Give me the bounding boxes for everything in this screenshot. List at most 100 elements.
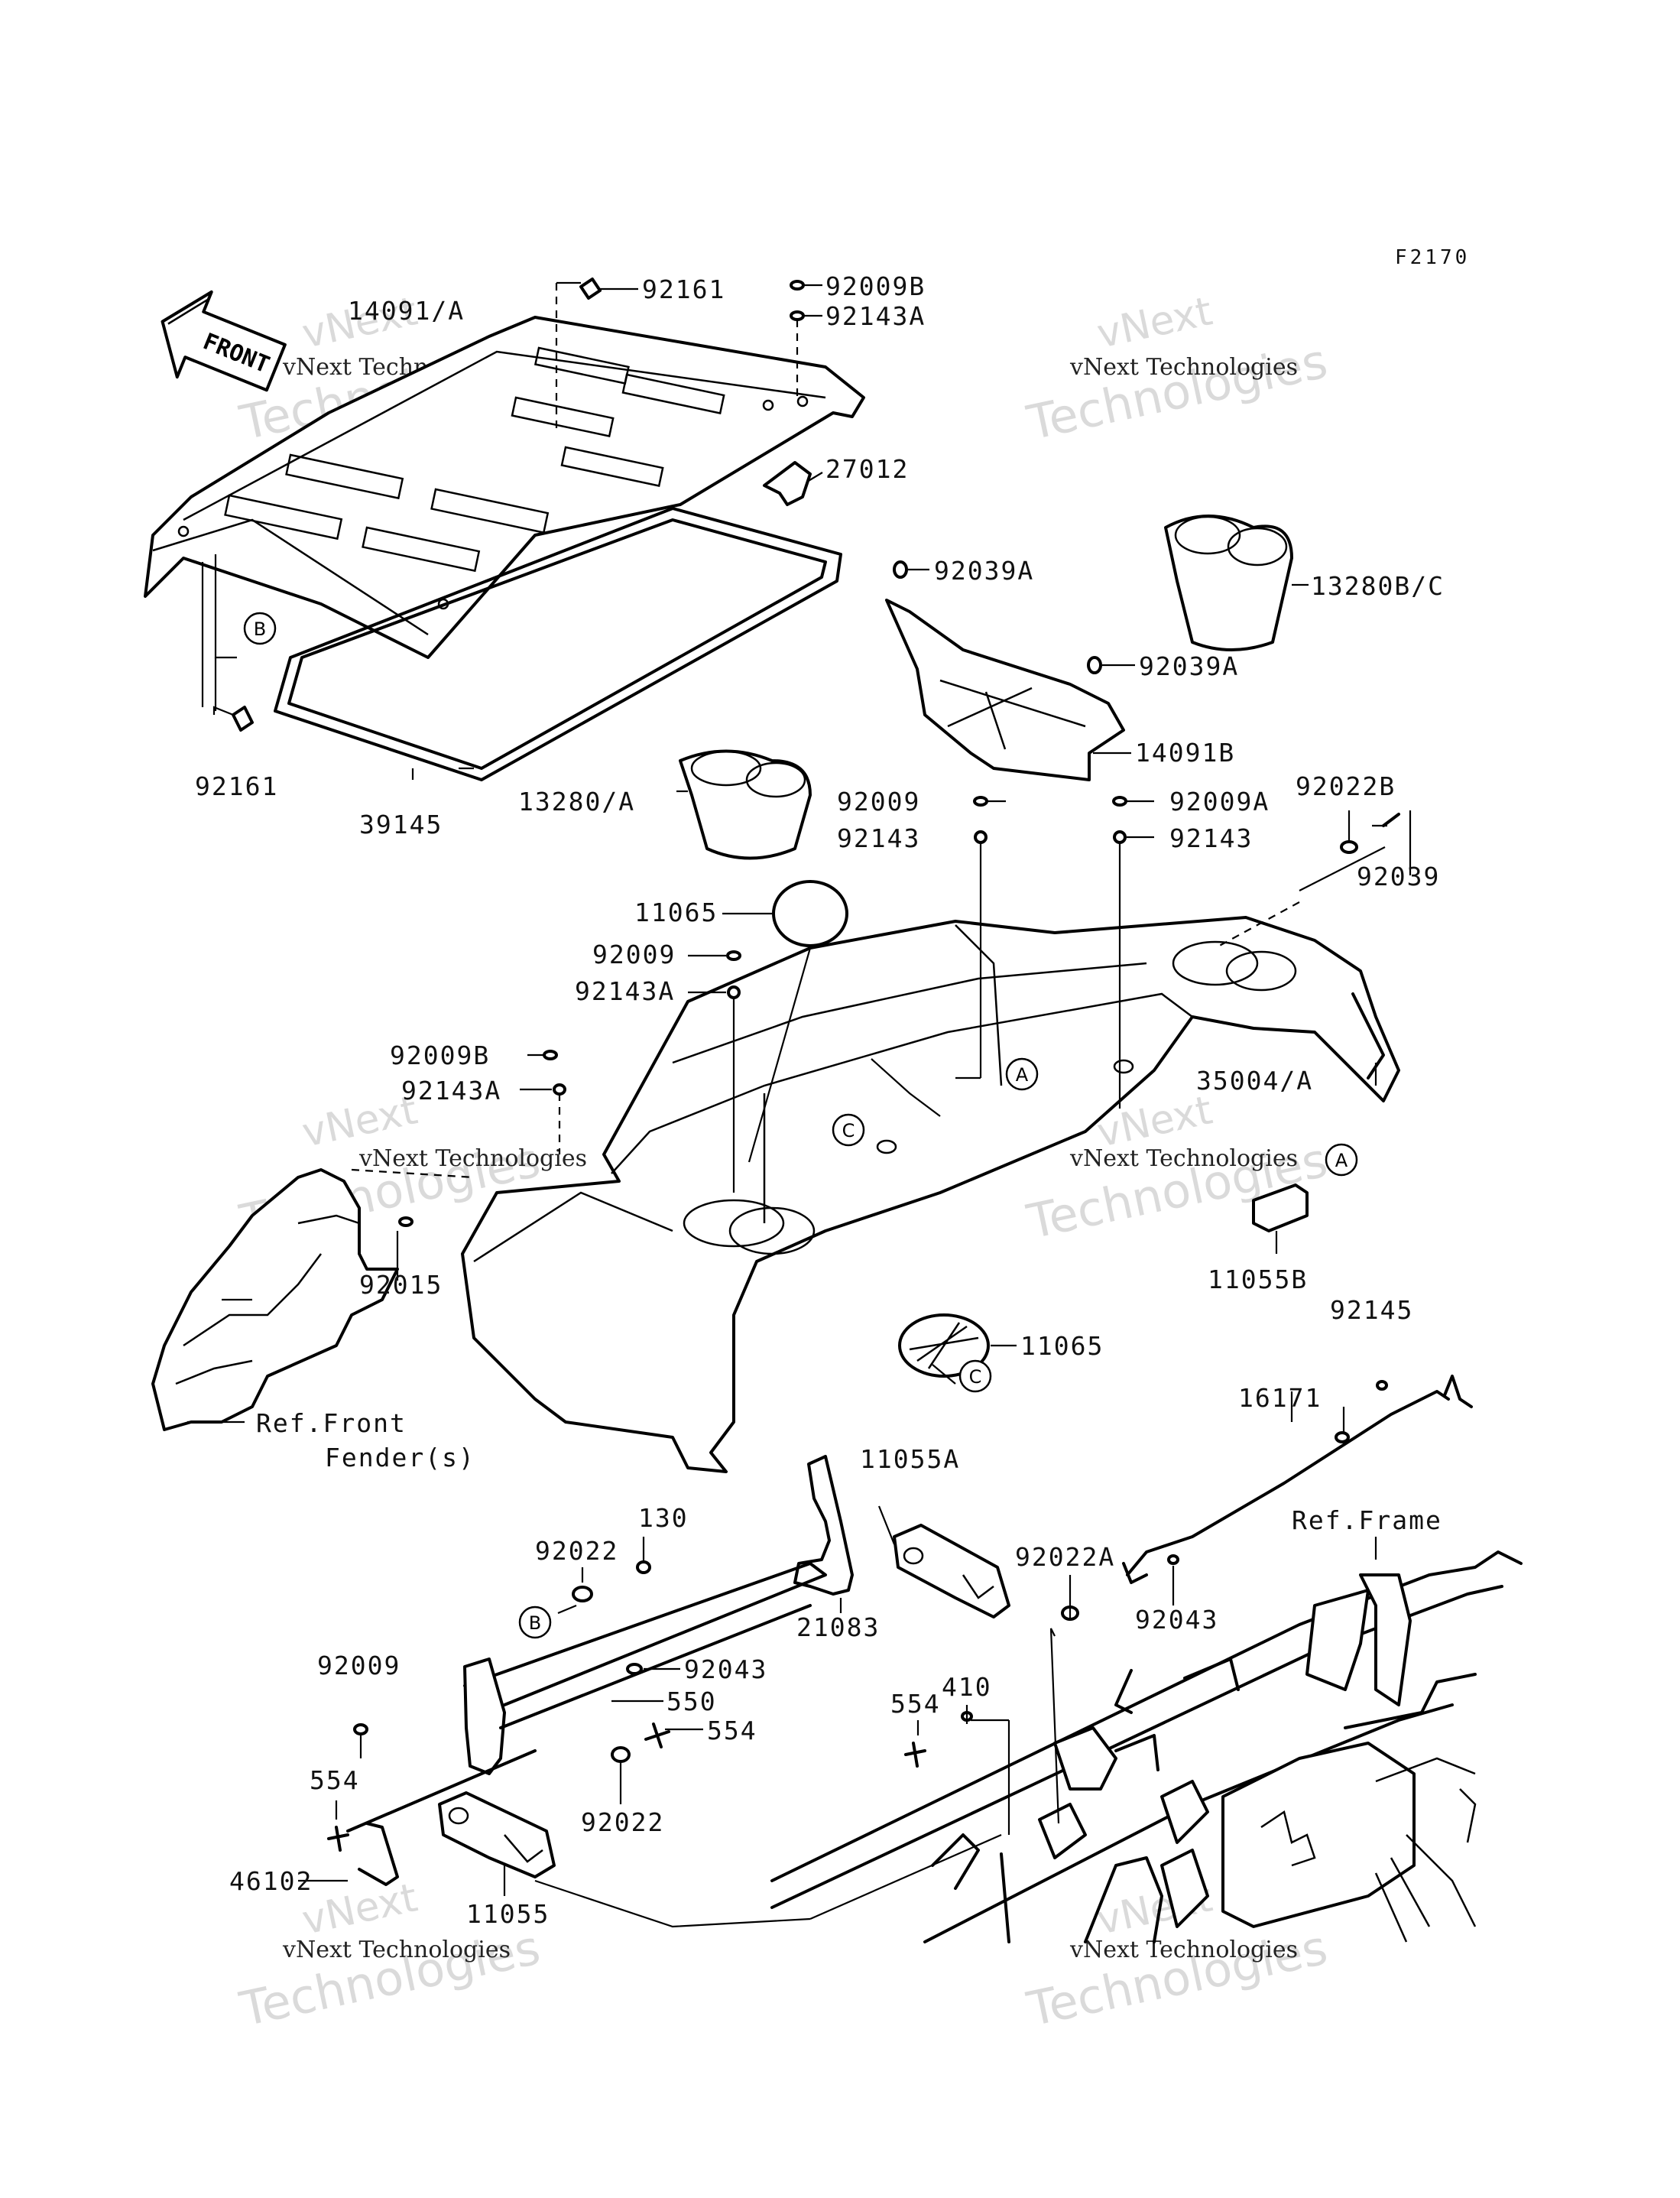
- pin-554-2: [644, 1722, 670, 1748]
- label-92009B-top: 92009B: [825, 271, 926, 301]
- label-554-2: 554: [707, 1716, 757, 1745]
- fastener-130: [636, 1560, 651, 1574]
- washer-92022B: [1340, 840, 1358, 854]
- front-arrow-icon: FRONT: [161, 290, 287, 392]
- label-fender: Fender(s): [325, 1443, 475, 1472]
- label-ref-frame: Ref.Frame: [1292, 1505, 1442, 1535]
- pin-554-1: [327, 1826, 349, 1852]
- svg-text:vNext Technologies: vNext Technologies: [282, 1937, 511, 1963]
- label-92022-1: 92022: [535, 1536, 618, 1566]
- svg-text:A: A: [1335, 1150, 1348, 1171]
- label-16171: 16171: [1238, 1383, 1322, 1413]
- label-35004-A: 35004/A: [1196, 1066, 1313, 1096]
- bracket-11055B: [1252, 1183, 1309, 1232]
- front-fender-reference: [151, 1168, 399, 1431]
- label-554-1: 554: [890, 1689, 941, 1719]
- pin-554-3: [904, 1742, 926, 1768]
- leader-lines: [187, 281, 1412, 1928]
- label-92039A-1: 92039A: [934, 556, 1034, 586]
- rod-16171: [1122, 1375, 1473, 1584]
- label-46102: 46102: [229, 1866, 313, 1896]
- label-ref-front: Ref.Front: [256, 1408, 407, 1438]
- label-550: 550: [666, 1687, 717, 1716]
- clip-92161-left: [232, 706, 254, 732]
- svg-text:vNext Technologies: vNext Technologies: [1069, 354, 1298, 381]
- roof-seal: [274, 507, 842, 781]
- label-92009B-2: 92009B: [390, 1041, 490, 1070]
- label-92143A-top: 92143A: [825, 301, 926, 331]
- label-27012: 27012: [825, 454, 909, 484]
- label-92039: 92039: [1357, 862, 1440, 891]
- pin-92043-1: [626, 1663, 643, 1675]
- label-92009-2: 92009: [592, 940, 676, 969]
- svg-text:vNext: vNext: [298, 1875, 421, 1943]
- callout-A-right: A: [1325, 1143, 1358, 1177]
- svg-text:C: C: [969, 1366, 982, 1388]
- label-14091-A: 14091/A: [348, 296, 465, 326]
- washer-92022-1: [572, 1586, 593, 1602]
- label-92143-2: 92143: [1169, 823, 1253, 853]
- clip-92161-top: [579, 278, 602, 300]
- label-92039A-2: 92039A: [1139, 651, 1239, 681]
- label-92015: 92015: [359, 1270, 443, 1300]
- callout-A-bed: A: [1005, 1057, 1039, 1091]
- label-92143-1: 92143: [837, 823, 920, 853]
- label-130: 130: [638, 1503, 689, 1533]
- bracket-11055A: [893, 1524, 1010, 1618]
- label-92009-low: 92009: [317, 1651, 401, 1680]
- pin-92145: [1335, 1431, 1350, 1443]
- mount-bar-left: [463, 1562, 827, 1775]
- washer-92022-2: [611, 1746, 631, 1763]
- label-92161-top: 92161: [642, 274, 725, 304]
- bolt-92009-low: [353, 1723, 368, 1735]
- cargo-bed: [461, 916, 1400, 1473]
- svg-text:C: C: [842, 1120, 855, 1141]
- part-labels: 92161 14091/A 92009B 92143A 27012 92039A…: [195, 271, 1445, 1929]
- cap-11065-top: [772, 880, 848, 947]
- svg-text:vNext Technologies: vNext Technologies: [358, 1145, 587, 1172]
- svg-text:vNext Technologies: vNext Technologies: [1069, 1937, 1298, 1963]
- label-14091B: 14091B: [1135, 738, 1235, 768]
- label-13280-A: 13280/A: [518, 787, 635, 817]
- svg-text:Technologies: Technologies: [1022, 333, 1332, 450]
- label-11055A: 11055A: [860, 1444, 960, 1474]
- label-92043-2: 92043: [684, 1654, 767, 1684]
- callout-C-low: C: [958, 1359, 992, 1393]
- label-11065-low: 11065: [1020, 1331, 1104, 1361]
- label-13280B-C: 13280B/C: [1311, 571, 1445, 601]
- svg-text:B: B: [254, 618, 266, 640]
- label-11055B: 11055B: [1208, 1265, 1308, 1294]
- label-92145: 92145: [1330, 1295, 1413, 1325]
- label-92022-2: 92022: [581, 1807, 664, 1837]
- pin-92043-2: [1167, 1554, 1179, 1565]
- label-92143A-2: 92143A: [575, 976, 675, 1006]
- label-92161-left: 92161: [195, 771, 278, 801]
- pin-92039: [1382, 813, 1400, 827]
- fastener-92015: [398, 1216, 414, 1227]
- svg-text:A: A: [1016, 1064, 1029, 1086]
- rod-46102: [346, 1749, 537, 1886]
- bracket-27012: [763, 461, 812, 506]
- cupholder-13280BC: [1164, 515, 1293, 651]
- label-92043-1: 92043: [1135, 1605, 1218, 1635]
- figure-code: F2170: [1395, 246, 1470, 269]
- label-554-3: 554: [310, 1765, 360, 1795]
- label-92022B: 92022B: [1296, 771, 1396, 801]
- label-92143A-3: 92143A: [401, 1076, 501, 1105]
- label-11055: 11055: [466, 1899, 550, 1929]
- grommet-11065: [898, 1313, 990, 1378]
- label-410: 410: [942, 1672, 992, 1702]
- label-21083: 21083: [796, 1612, 880, 1642]
- svg-text:B: B: [529, 1612, 541, 1634]
- label-92022A: 92022A: [1015, 1542, 1115, 1572]
- svg-text:vNext: vNext: [1093, 288, 1216, 357]
- callout-B-low: B: [518, 1605, 552, 1639]
- svg-text:vNext Technologies: vNext Technologies: [1069, 1145, 1298, 1172]
- frame-reference: [770, 1550, 1523, 1943]
- label-11065-top: 11065: [634, 898, 718, 927]
- label-92009-mid: 92009: [837, 787, 920, 817]
- fastener-92009B-top: [790, 280, 805, 321]
- panel-14091B: [885, 560, 1125, 781]
- cupholder-13280A: [679, 749, 812, 860]
